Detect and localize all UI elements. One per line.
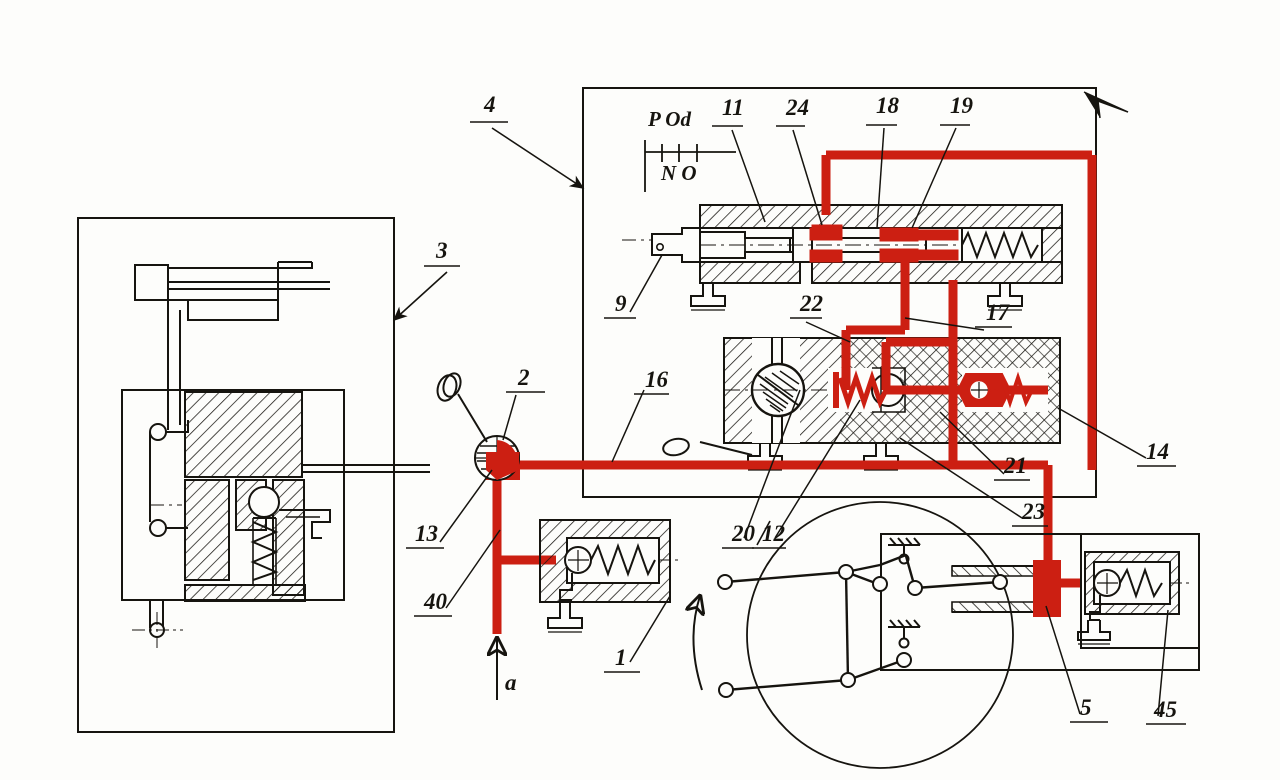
callout-24: 24	[785, 95, 809, 120]
callout-labels: 4 3 11 24 18 19 9 22 17 16 2 13 40 1 21 …	[415, 92, 1177, 722]
red-valve-lands	[809, 224, 959, 263]
master-cylinder-body	[121, 389, 430, 648]
accumulator-45	[1077, 533, 1200, 649]
callout-leaders	[406, 124, 1186, 725]
callout-22: 22	[799, 291, 823, 316]
callout-11: 11	[722, 95, 744, 120]
control-valve-enclosure	[582, 87, 1129, 498]
callout-leader-4	[470, 121, 585, 189]
callout-9: 9	[615, 291, 627, 316]
accumulator-valve-1	[539, 519, 678, 633]
red-piston-5	[1033, 560, 1080, 617]
callout-14: 14	[1146, 439, 1169, 464]
scale-label-p-od: P Od	[647, 107, 691, 131]
callout-2: 2	[517, 365, 530, 390]
callout-4: 4	[483, 92, 496, 117]
control-manifold-body	[436, 337, 1061, 471]
flow-label-a: a	[505, 670, 517, 695]
callout-5: 5	[1080, 695, 1092, 720]
callout-17: 17	[986, 300, 1011, 325]
callout-13: 13	[415, 521, 438, 546]
callout-16: 16	[645, 367, 669, 392]
callout-1: 1	[615, 645, 627, 670]
callout-40: 40	[423, 589, 448, 614]
red-spring-22	[833, 370, 889, 410]
junction-valve-2	[442, 372, 520, 481]
master-cylinder-enclosure	[77, 217, 395, 733]
callout-23: 23	[1021, 499, 1045, 524]
callout-3: 3	[435, 238, 448, 263]
scale-label-n-o: N O	[660, 161, 697, 185]
callout-18: 18	[876, 93, 900, 118]
callout-12: 12	[762, 521, 785, 546]
pressure-scale	[644, 140, 736, 192]
master-cylinder-reservoir	[134, 261, 330, 430]
callout-45: 45	[1153, 697, 1177, 722]
callout-21: 21	[1003, 453, 1027, 478]
callout-leader-3	[392, 265, 460, 322]
red-relief-valve-14	[956, 371, 1034, 409]
callout-separator-slash	[756, 520, 771, 546]
callout-20: 20	[731, 521, 756, 546]
callout-19: 19	[950, 93, 974, 118]
